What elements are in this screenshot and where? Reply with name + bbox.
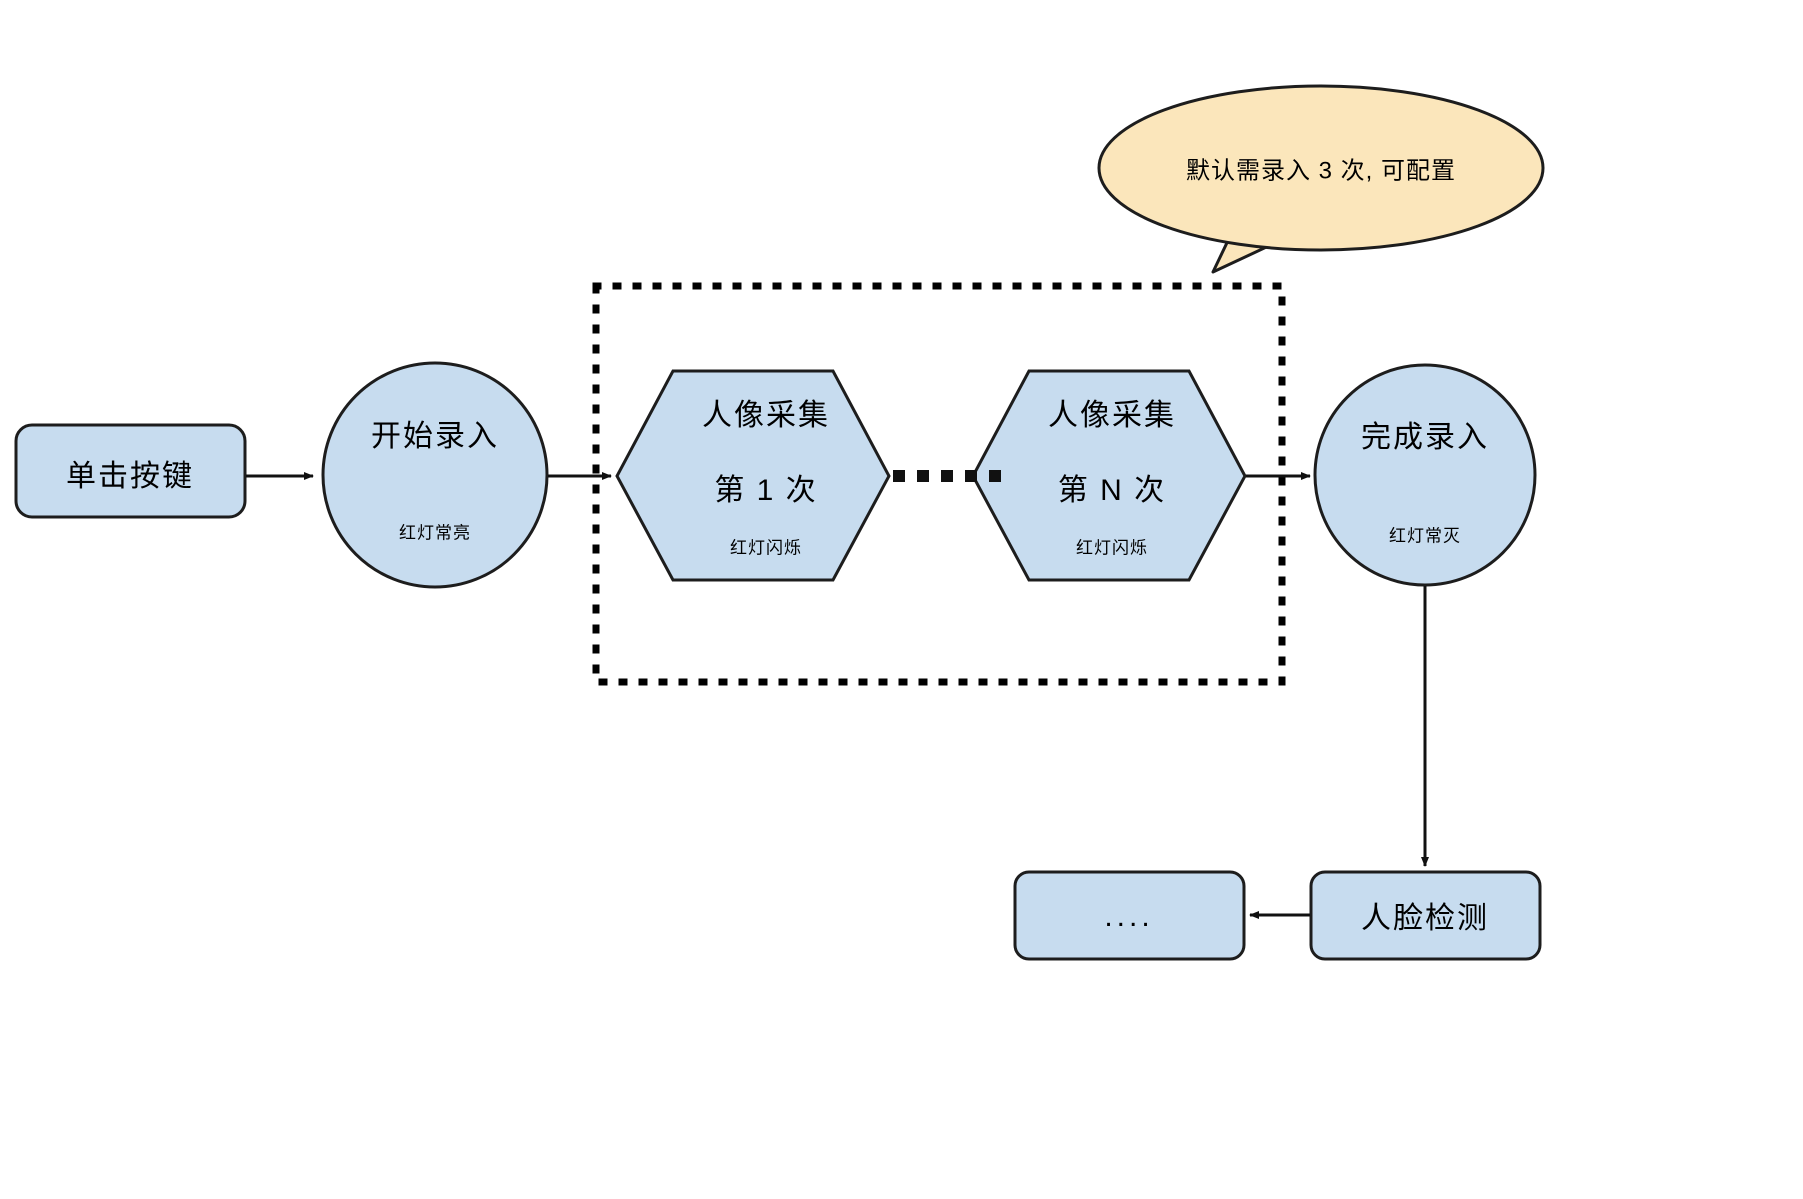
node-click-key-shape[interactable] xyxy=(14,423,247,519)
loop-group-box xyxy=(592,282,1286,686)
node-face-detect-shape[interactable] xyxy=(1309,870,1542,961)
node-capture-1-shape[interactable] xyxy=(615,369,891,582)
node-capture-n-shape[interactable] xyxy=(971,369,1247,582)
ellipsis-dots-between-hexagons xyxy=(893,470,1001,482)
node-finish-enroll-shape[interactable] xyxy=(1313,363,1537,587)
node-more-steps-shape[interactable] xyxy=(1013,870,1246,961)
node-start-enroll-shape[interactable] xyxy=(321,361,549,589)
callout-balloon-inner xyxy=(1102,89,1540,247)
